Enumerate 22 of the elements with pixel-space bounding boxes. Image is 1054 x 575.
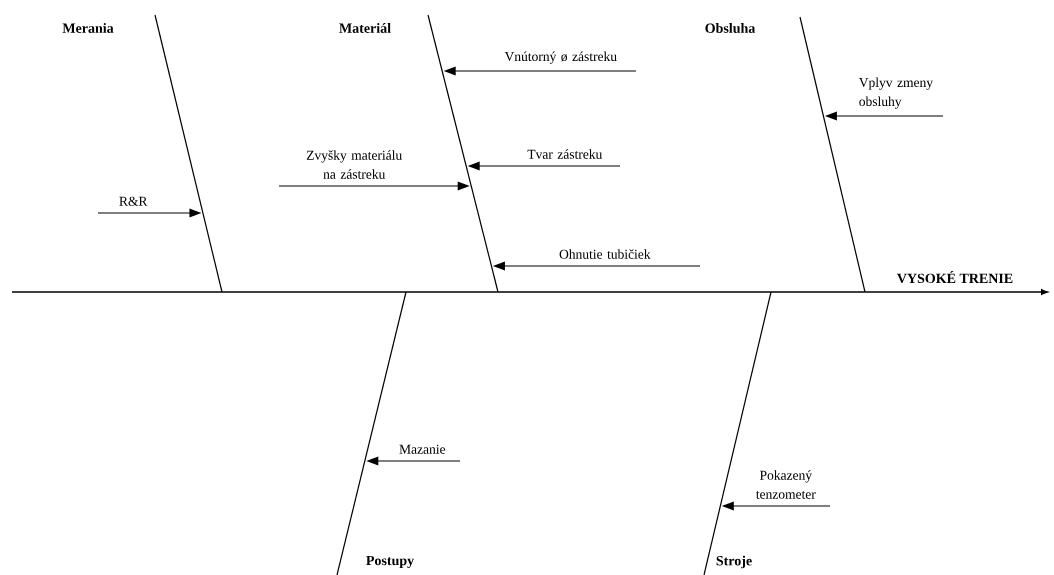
category-label: Stroje bbox=[716, 555, 752, 569]
cause-label: Vnútorný ø zástreku bbox=[504, 51, 617, 64]
arrow bbox=[97, 208, 202, 218]
cause-label: Tvar zástreku bbox=[527, 149, 603, 159]
cause-label: R&R bbox=[119, 196, 148, 206]
cause-label: Mazanie bbox=[399, 444, 446, 454]
arrow bbox=[366, 456, 461, 466]
category-label: Materiál bbox=[339, 23, 391, 33]
category-label: VYSOKÉ TRENIE bbox=[897, 270, 1013, 284]
cause-label: Pokazený tenzometer bbox=[755, 470, 816, 499]
arrow bbox=[443, 66, 637, 76]
category-label: Obsluha bbox=[705, 23, 756, 33]
category-label: Postupy bbox=[366, 555, 414, 569]
arrow bbox=[721, 501, 831, 511]
arrow bbox=[824, 111, 944, 121]
cause-label: Vplyv zmeny obsluhy bbox=[858, 77, 933, 109]
cause-label: Ohnutie tubičiek bbox=[559, 249, 651, 259]
cause-label: Zvyšky materiálu na zástreku bbox=[306, 150, 402, 179]
arrow bbox=[467, 161, 621, 171]
arrow bbox=[492, 261, 701, 271]
arrow bbox=[278, 181, 470, 191]
category-label: Merania bbox=[62, 23, 114, 33]
